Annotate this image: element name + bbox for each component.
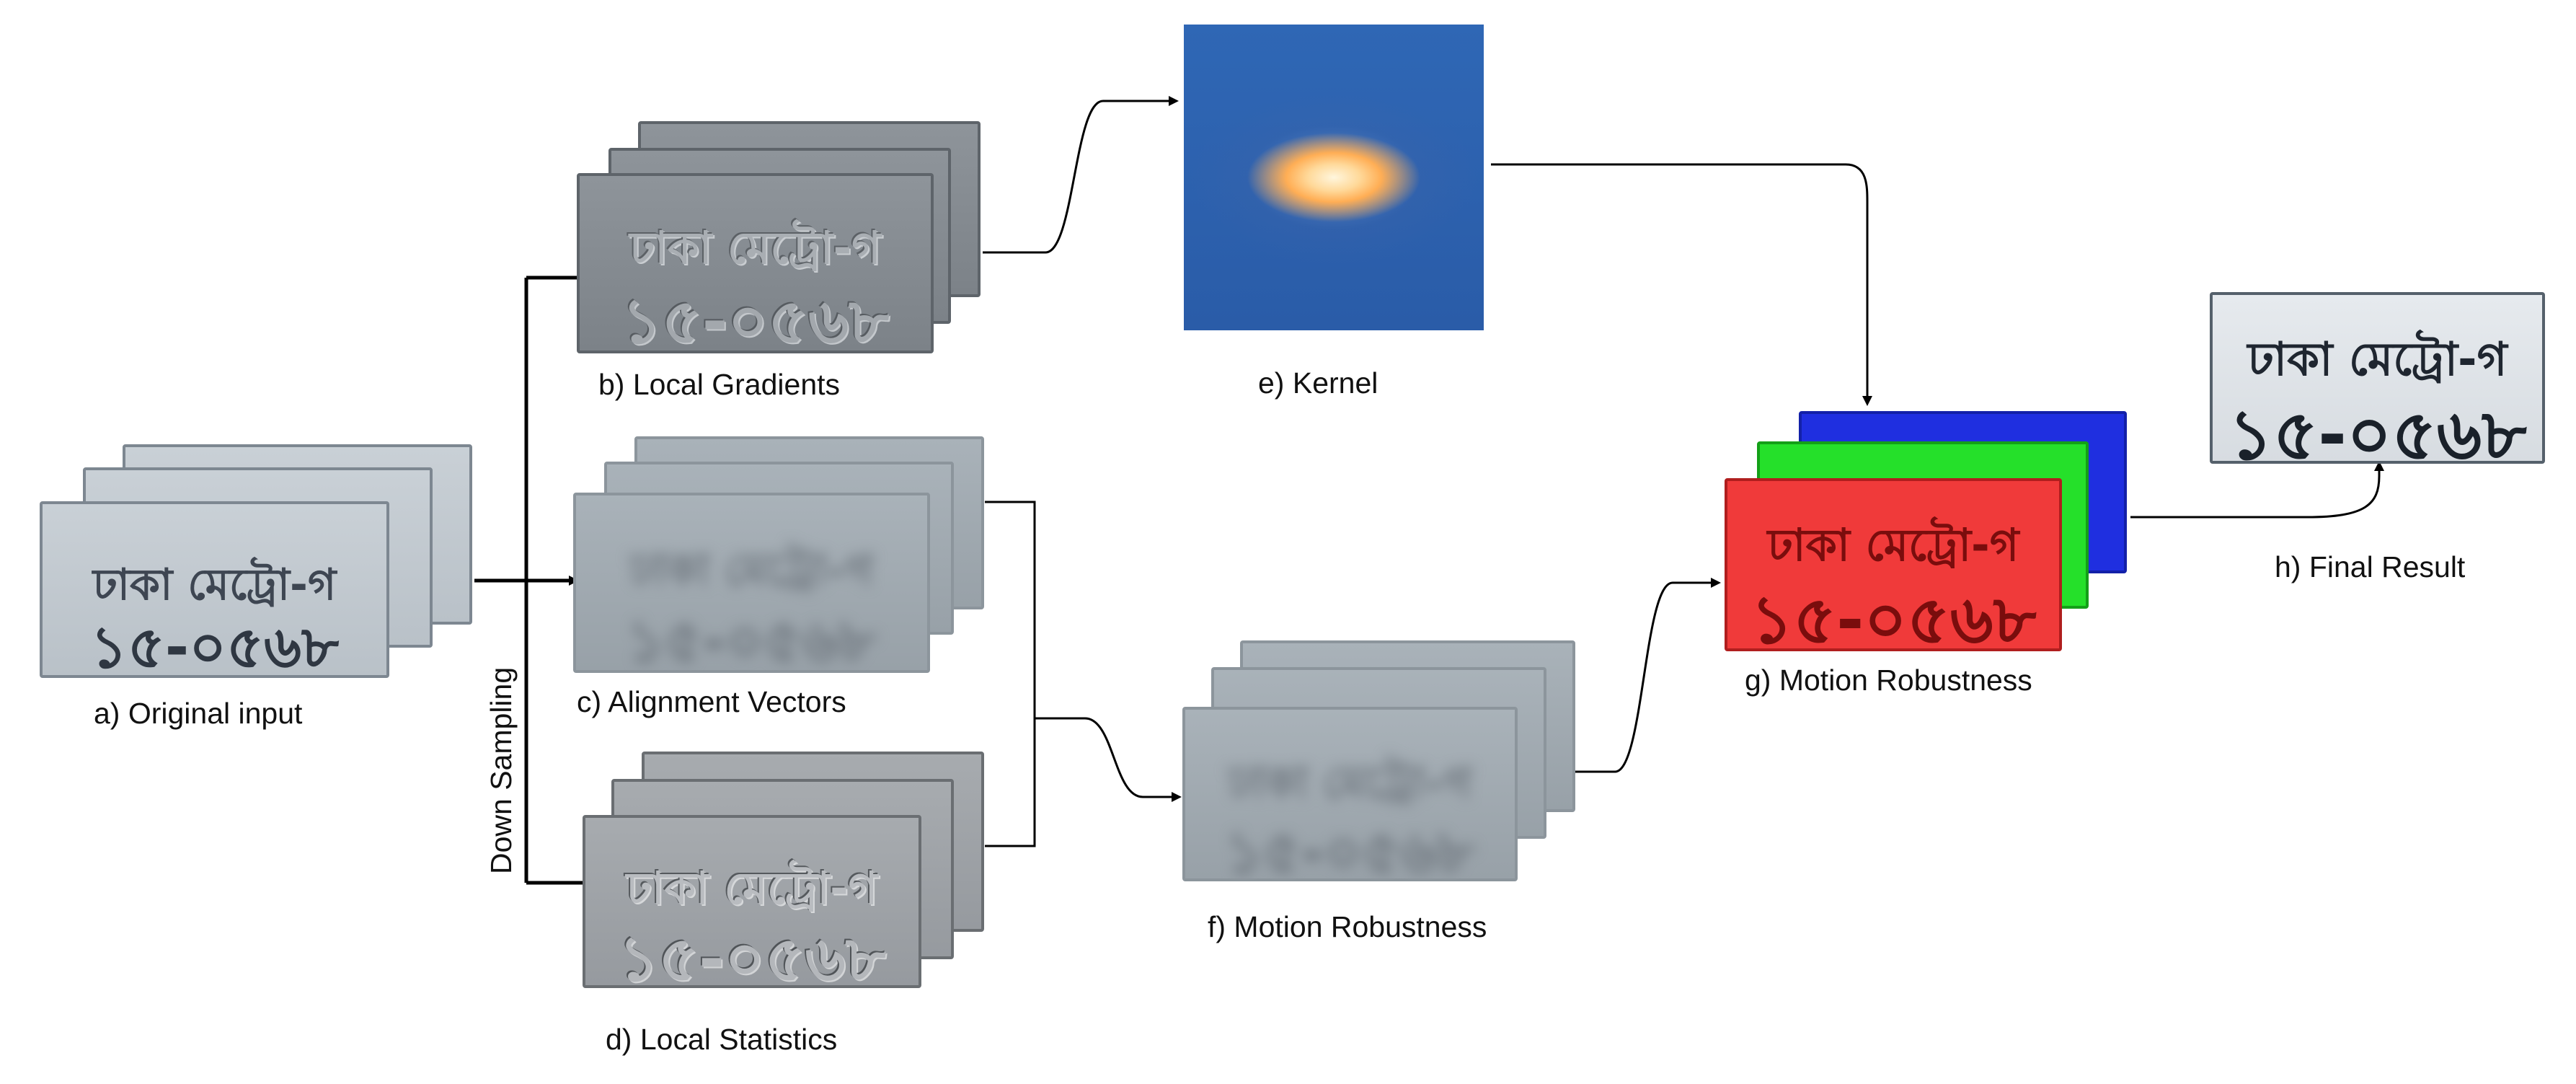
caption-local-statistics: d) Local Statistics [606, 1023, 838, 1056]
kernel-image [1184, 25, 1484, 330]
plate-text-line1: ঢাকা মেট্রো-গ [629, 545, 874, 596]
plate-text-line1: ঢাকা মেট্রো-গ [1767, 518, 2019, 571]
plate-text-line2: ১৫-০৫৬৮ [1226, 818, 1474, 881]
caption-motion-robustness-f: f) Motion Robustness [1208, 910, 1487, 943]
gradients-to-kernel-arrow [983, 96, 1179, 254]
alignment-vectors-plate-front: ঢাকা মেট্রো-গ ১৫-০৫৬৮ [573, 493, 930, 673]
plate-text-line2: ১৫-০৫৬৮ [618, 922, 886, 988]
local-statistics-plate-front: ঢাকা মেট্রো-গ ১৫-০৫৬৮ [583, 815, 921, 988]
caption-motion-robustness-g: g) Motion Robustness [1745, 664, 2032, 697]
plate-text-line1: ঢাকা মেট্রো-গ [629, 221, 881, 275]
plate-text-line1: ঢাকা মেট্রো-গ [92, 560, 337, 611]
original-input-plate-front: ঢাকা মেট্রো-গ ১৫-০৫৬৮ [40, 501, 389, 678]
channels-to-final-arrow [2130, 461, 2384, 519]
plate-text-line1: ঢাকা মেট্রো-গ [626, 862, 878, 915]
plate-text-line2: ১৫-০৫৬৮ [1750, 581, 2037, 651]
caption-local-gradients: b) Local Gradients [598, 368, 841, 401]
plate-text-line2: ১৫-০৫৬৮ [621, 285, 889, 353]
plate-text-line1: ঢাকা মেট্রো-গ [1228, 758, 1472, 809]
motion-robustness-plate-front: ঢাকা মেট্রো-গ ১৫-০৫৬৮ [1182, 707, 1518, 881]
kernel-hotspot [1130, 0, 1538, 383]
caption-kernel: e) Kernel [1258, 366, 1378, 400]
kernel-to-channels-arrow [1491, 163, 1872, 406]
caption-alignment-vectors: c) Alignment Vectors [577, 685, 846, 718]
align-to-motion-arrow [1035, 717, 1182, 802]
down-sampling-label: Down Sampling [484, 666, 518, 874]
caption-original-input: a) Original input [94, 697, 303, 730]
caption-final-result: h) Final Result [2275, 550, 2466, 583]
plate-text-line2: ১৫-০৫৬৮ [627, 607, 876, 673]
plate-text-line2: ১৫-০৫৬৮ [2228, 394, 2527, 464]
plate-text-line2: ১৫-০৫৬৮ [90, 614, 339, 678]
final-result-plate: ঢাকা মেট্রো-গ ১৫-০৫৬৮ [2210, 292, 2545, 464]
local-gradients-plate-front: ঢাকা মেট্রো-গ ১৫-০৫৬৮ [577, 173, 934, 353]
channel-red-plate: ঢাকা মেট্রো-গ ১৫-০৫৬৮ [1725, 478, 2062, 651]
align-bracket [985, 501, 1036, 847]
motion-to-channels-arrow [1575, 578, 1721, 773]
plate-text-line1: ঢাকা মেট্রো-গ [2247, 333, 2508, 387]
